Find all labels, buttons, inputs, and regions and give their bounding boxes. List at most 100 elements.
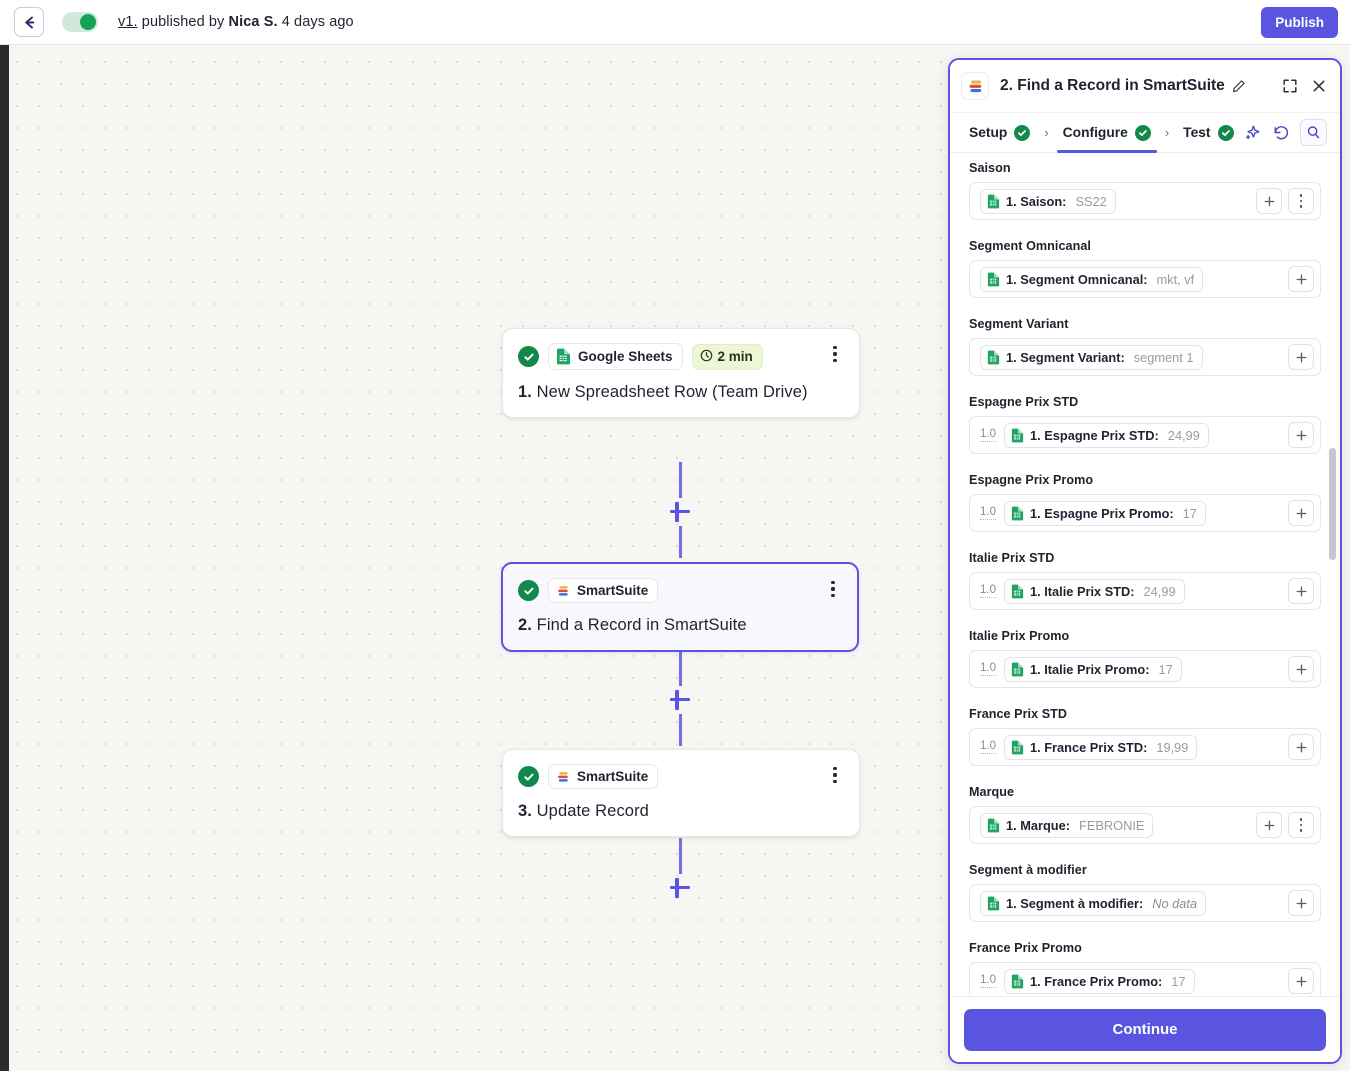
field-input-row[interactable]: 1.0 1. France Prix STD: 19,99 <box>969 728 1321 766</box>
token-label: 1. France Prix Promo: <box>1030 973 1163 989</box>
google-sheets-icon <box>1011 974 1024 989</box>
number-format-badge[interactable]: 1.0 <box>980 506 996 520</box>
kebab-menu-icon[interactable] <box>1288 812 1314 838</box>
panel-scrollbar-thumb[interactable] <box>1329 448 1336 560</box>
number-format-badge[interactable]: 1.0 <box>980 974 996 988</box>
plus-icon[interactable] <box>1288 422 1314 448</box>
plus-icon[interactable] <box>1288 656 1314 682</box>
field-label: Italie Prix STD <box>969 551 1055 565</box>
field-label: Marque <box>969 785 1015 799</box>
pencil-icon[interactable] <box>1232 79 1246 93</box>
tab-setup[interactable]: Setup <box>963 113 1036 153</box>
field-input-row[interactable]: 1. Segment Omnicanal:mkt, vf <box>969 260 1321 298</box>
workflow-node-1[interactable]: Google Sheets 2 min 1. New Spreadsheet R… <box>502 328 860 418</box>
back-button[interactable] <box>14 7 44 37</box>
number-format-badge[interactable]: 1.0 <box>980 740 996 754</box>
data-token[interactable]: 1. Italie Prix Promo:17 <box>1004 656 1182 682</box>
plus-icon[interactable] <box>1288 968 1314 994</box>
field-input-row[interactable]: 1.0 1. Espagne Prix STD:24,99 <box>969 416 1321 454</box>
undo-icon[interactable] <box>1272 124 1290 142</box>
node-3-app-chip[interactable]: SmartSuite <box>548 764 659 789</box>
data-token[interactable]: 1. Saison:SS22 <box>980 188 1116 214</box>
number-format-badge[interactable]: 1.0 <box>980 428 996 442</box>
token-value: FEBRONIE <box>1079 817 1145 833</box>
token-value: 24,99 <box>1167 427 1200 443</box>
node-2-app-chip[interactable]: SmartSuite <box>548 578 659 603</box>
panel-title: 2. Find a Record in SmartSuite <box>1000 77 1225 94</box>
node-1-menu-button[interactable] <box>826 344 844 364</box>
data-token[interactable]: 1. Segment Omnicanal:mkt, vf <box>980 266 1204 292</box>
connector-3-end <box>679 838 682 874</box>
check-circle-icon <box>1134 124 1151 141</box>
field-row-actions <box>1288 890 1314 916</box>
tab-test-label: Test <box>1183 125 1211 140</box>
token-value: 17 <box>1158 661 1173 677</box>
field-input-row[interactable]: 1. Marque:FEBRONIE <box>969 806 1321 844</box>
plus-icon[interactable] <box>1288 344 1314 370</box>
plus-icon[interactable] <box>1288 500 1314 526</box>
data-token[interactable]: 1. Italie Prix STD:24,99 <box>1004 578 1185 604</box>
number-format-badge[interactable]: 1.0 <box>980 662 996 676</box>
add-step-button-2[interactable] <box>667 687 693 713</box>
search-icon[interactable] <box>1300 119 1327 146</box>
token-value: 19,99 <box>1156 739 1189 755</box>
tab-configure[interactable]: Configure <box>1056 113 1157 153</box>
close-icon[interactable] <box>1311 78 1327 94</box>
data-token[interactable]: 1. Segment à modifier:No data <box>980 890 1207 916</box>
plus-icon[interactable] <box>1256 188 1282 214</box>
enable-toggle[interactable] <box>62 12 98 32</box>
add-step-button-3[interactable] <box>667 875 693 901</box>
data-token[interactable]: 1. Marque:FEBRONIE <box>980 812 1154 838</box>
data-token[interactable]: 1. Espagne Prix STD:24,99 <box>1004 422 1209 448</box>
google-sheets-icon <box>987 896 1000 911</box>
expand-icon[interactable] <box>1282 78 1298 94</box>
sparkle-ai-icon[interactable] <box>1244 124 1262 142</box>
field-input-row[interactable]: 1.0 1. Espagne Prix Promo:17 <box>969 494 1321 532</box>
node-2-app-label: SmartSuite <box>577 583 649 598</box>
plus-icon[interactable] <box>1288 266 1314 292</box>
field-label: Espagne Prix STD <box>969 395 1079 409</box>
plus-icon[interactable] <box>1288 890 1314 916</box>
workflow-node-3[interactable]: SmartSuite 3. Update Record <box>502 749 860 837</box>
kebab-menu-icon[interactable] <box>1288 188 1314 214</box>
field-input-row[interactable]: 1.0 1. Italie Prix STD:24,99 <box>969 572 1321 610</box>
check-circle-icon <box>518 766 539 787</box>
field-input-row[interactable]: 1. Segment Variant:segment 1 <box>969 338 1321 376</box>
token-value: 24,99 <box>1143 583 1176 599</box>
plus-icon[interactable] <box>1256 812 1282 838</box>
number-format-badge[interactable]: 1.0 <box>980 584 996 598</box>
field-input-row[interactable]: 1. Segment à modifier:No data <box>969 884 1321 922</box>
tab-test[interactable]: Test <box>1177 113 1239 153</box>
field-label: Saison <box>969 161 1011 175</box>
field-row-actions <box>1256 188 1314 214</box>
field-input-row[interactable]: 1.0 1. Italie Prix Promo:17 <box>969 650 1321 688</box>
data-token[interactable]: 1. France Prix STD: 19,99 <box>1004 734 1198 760</box>
add-step-button-1[interactable] <box>667 499 693 525</box>
node-1-app-chip[interactable]: Google Sheets <box>548 343 683 370</box>
node-3-app-label: SmartSuite <box>577 769 649 784</box>
field-input-row[interactable]: 1. Saison:SS22 <box>969 182 1321 220</box>
continue-button[interactable]: Continue <box>964 1008 1326 1051</box>
check-circle-icon <box>1014 124 1031 141</box>
publish-button[interactable]: Publish <box>1261 6 1338 38</box>
field-input-row[interactable]: 1.0 1. France Prix Promo:17 <box>969 962 1321 996</box>
node-2-menu-button[interactable] <box>824 579 842 599</box>
field-row-actions <box>1288 422 1314 448</box>
version-link[interactable]: v1. <box>118 14 138 30</box>
plus-icon[interactable] <box>1288 734 1314 760</box>
token-label: 1. France Prix STD: <box>1030 739 1148 755</box>
data-token[interactable]: 1. France Prix Promo:17 <box>1004 968 1195 994</box>
workflow-node-2[interactable]: SmartSuite 2. Find a Record in SmartSuit… <box>501 562 859 652</box>
data-token[interactable]: 1. Espagne Prix Promo:17 <box>1004 500 1206 526</box>
google-sheets-icon <box>1011 428 1024 443</box>
data-token[interactable]: 1. Segment Variant:segment 1 <box>980 344 1203 370</box>
panel-scrollbar[interactable] <box>1329 153 1336 996</box>
plus-icon[interactable] <box>1288 578 1314 604</box>
node-3-menu-button[interactable] <box>826 765 844 785</box>
